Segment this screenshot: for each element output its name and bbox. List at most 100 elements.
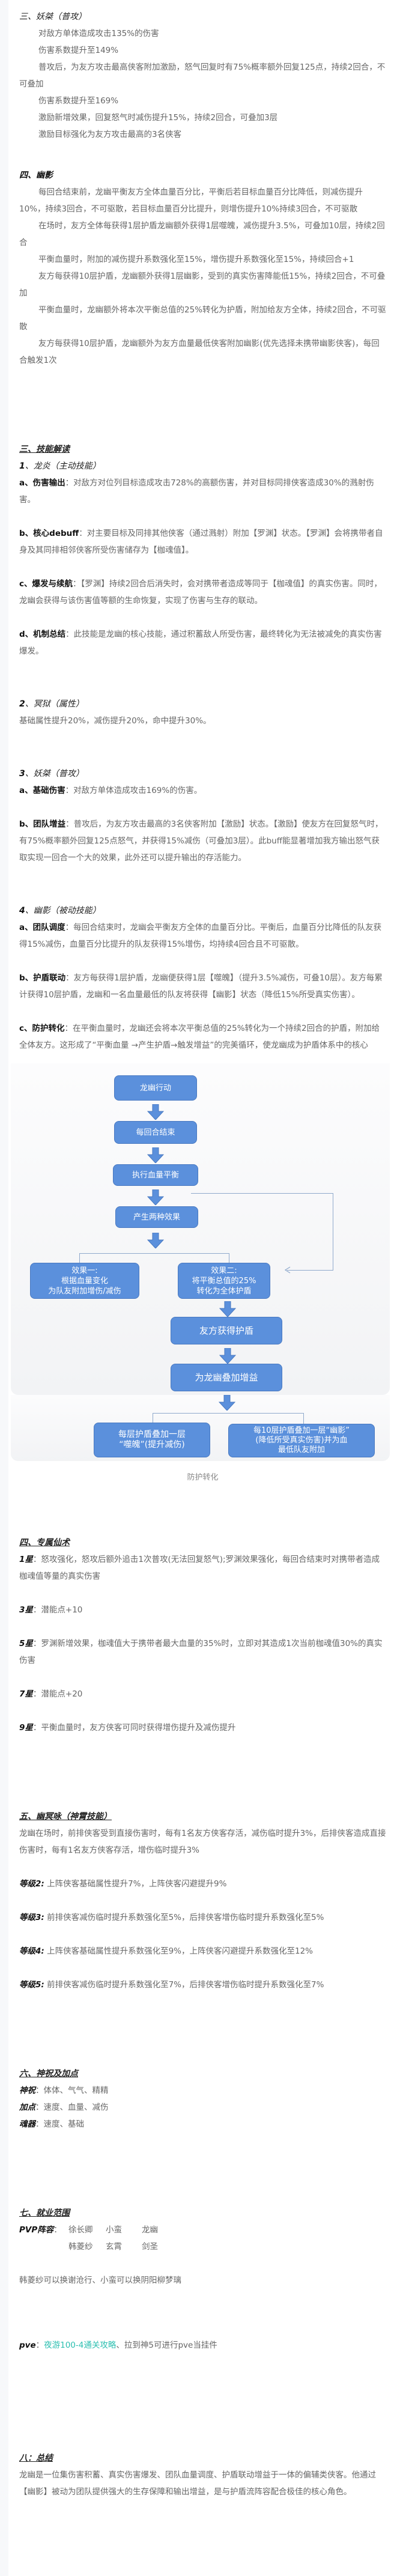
article-body: 三、妖桀（普攻） 对敌方单体造成攻击135%的伤害 伤害系数提升至149% 普攻…	[8, 0, 397, 2576]
star-label: 3星	[19, 1605, 33, 1615]
skill-number: 2	[19, 699, 25, 709]
star-text: ：潜能点+20	[32, 1689, 83, 1699]
paragraph: 平衡血量时，龙幽额外将本次平衡总值的25%转化为护盾，附加给友方全体，持续2回合…	[19, 305, 386, 332]
star-label: 5星	[19, 1639, 33, 1648]
skill-item: b、团队增益：普攻后，为友方攻击最高的3名侠客附加【激励】状态。【激励】使友方在…	[19, 816, 386, 866]
level-text: 上阵侠客基础属性提升7%，上阵侠客闪避提升9%	[44, 1879, 227, 1889]
down-arrow-icon	[147, 1189, 164, 1205]
down-arrow-icon	[219, 1348, 236, 1364]
paragraph: 龙幽是一位集伤害积蓄、真实伤害爆发、团队血量调度、护盾联动增益于一体的偏辅类侠客…	[19, 2470, 376, 2497]
item-label: a、伤害输出	[19, 478, 65, 488]
skill-title-yaojie: 3、妖桀（普攻）	[19, 765, 386, 782]
flowchart-image-bottom: 每层护盾叠加一层 “噬魄”(提升减伤) 每10层护盾叠加一层“幽影” (降低所受…	[11, 1395, 390, 1461]
flow-node-two-effects: 产生两种效果	[115, 1206, 198, 1228]
skill-item: b、护盾联动：友方每获得1层护盾，龙幽便获得1层【噬魄】（提升3.5%减伤，可叠…	[19, 970, 386, 1003]
colon: ：	[53, 2225, 62, 2235]
skill-name: 、冥狱（属性）	[25, 699, 84, 709]
row-label: 神祝	[19, 2086, 35, 2095]
down-arrow-icon	[147, 1104, 164, 1120]
pvp-row: 韩菱纱 玄霄 剑圣	[19, 2238, 386, 2255]
paragraph: 伤害系数提升至169%	[38, 96, 119, 106]
level-item: 等级2: 上阵侠客基础属性提升7%，上阵侠客闪避提升9%	[19, 1876, 386, 1892]
connector-line	[79, 1253, 229, 1254]
paragraph: 基础属性提升20%，减伤提升20%，命中提升30%。	[19, 716, 211, 726]
section-title-text: 六、神祝及加点	[19, 2069, 78, 2079]
item-label: c、防护转化	[19, 1024, 65, 1033]
item-label: d、机制总结	[19, 630, 66, 639]
skill-item: a、团队调度：每回合结束时，龙幽会平衡友方全体的血量百分比。平衡后，血量百分比降…	[19, 919, 386, 953]
row-label: 加点	[19, 2103, 35, 2112]
star-label: 1星	[19, 1555, 33, 1564]
down-arrow-icon	[147, 1147, 164, 1163]
paragraph: 每回合结束前，龙幽平衡友方全体血量百分比，平衡后若目标血量百分比降低，则减伤提升…	[19, 187, 363, 214]
item-text: ：对敌方对位列目标造成攻击728%的高额伤害，并对目标同排侠客造成30%的溅射伤…	[19, 478, 374, 505]
item-text: ：此技能是龙幽的核心技能，通过积蓄敌人所受伤害，最终转化为无法被减免的真实伤害爆…	[19, 630, 382, 656]
flowchart-image: 龙幽行动 每回合结束 执行血量平衡 产生两种效果 效果一: 根据血量变化 为队友…	[11, 1063, 390, 1395]
spacer	[19, 2238, 68, 2255]
paragraph: 激励新增效果，回复怒气时减伤提升15%，持续2回合，可叠加3层	[38, 113, 278, 123]
paragraph: 在场时，友方全体每获得1层护盾龙幽额外获得1层噬魄，减伤提升3.5%，可叠加10…	[19, 221, 385, 248]
star-text: ：平衡血量时，友方侠客可同时获得增伤提升及减伤提升	[32, 1723, 236, 1733]
star-item: 9星：平衡血量时，友方侠客可同时获得增伤提升及减伤提升	[19, 1719, 386, 1736]
skill-item: c、爆发与续航：【罗渊】持续2回合后消失时，会对携带者造成等同于【枷魂值】的真实…	[19, 576, 386, 609]
hero-name: 徐长卿	[68, 2225, 93, 2235]
item-text: ：对主要目标及同排其他侠客（通过溅射）附加【罗渊】状态。【罗渊】会将携带者自身及…	[19, 529, 383, 555]
blessing-row: 加点：速度、血量、减伤	[19, 2099, 386, 2116]
star-item: 3星：潜能点+10	[19, 1602, 386, 1618]
section-title-text: 八：总结	[19, 2453, 53, 2463]
skill-name: 、幽影（被动技能）	[25, 906, 101, 916]
connector-line	[79, 1253, 80, 1263]
section-title-text: 五、幽冥咏（神霄技能）	[19, 1812, 112, 1821]
hero-name: 玄霄	[106, 2242, 122, 2252]
section-title-youying: 四、幽影	[19, 171, 53, 180]
paragraph: 对敌方单体造成攻击135%的伤害	[38, 29, 159, 38]
paragraph: 平衡血量时，附加的减伤提升系数强化至15%，增伤提升系数强化至15%，持续回合+…	[38, 255, 354, 264]
level-item: 等级3: 前排侠客减伤临时提升系数强化至5%，后排侠客增伤临时提升系数强化至5%	[19, 1909, 386, 1926]
level-label: 等级3:	[19, 1913, 44, 1922]
flow-node-buff: 为龙幽叠加增益	[171, 1364, 282, 1391]
down-arrow-icon	[219, 1395, 235, 1411]
colon: ：	[35, 2341, 44, 2350]
skill-title-mingyu: 2、冥狱（属性）	[19, 696, 386, 712]
level-label: 等级5:	[19, 1980, 44, 1990]
star-text: ：潜能点+10	[32, 1605, 83, 1615]
flow-node-start: 龙幽行动	[114, 1075, 197, 1101]
item-text: ：对敌方单体造成攻击169%的伤害。	[65, 786, 202, 795]
item-text: ：【罗渊】持续2回合后消失时，会对携带者造成等同于【枷魂值】的真实伤害。同时，龙…	[19, 579, 382, 606]
hero-name: 龙幽	[142, 2225, 158, 2235]
pve-guide-link[interactable]: 夜游100-4通关攻略	[44, 2341, 117, 2350]
section-title-usage: 七、就业范围	[19, 2205, 386, 2222]
pve-label: pve	[19, 2341, 36, 2350]
connector-line	[303, 1413, 304, 1424]
level-text: 前排侠客减伤临时提升系数强化至7%，后排侠客增伤临时提升系数强化至7%	[44, 1980, 324, 1990]
paragraph: 龙幽在场时，前排侠客受到直接伤害时，每有1名友方侠客存活，减伤临时提升3%，后排…	[19, 1829, 386, 1855]
hero-name: 剑圣	[142, 2242, 158, 2252]
star-label: 7星	[19, 1689, 33, 1699]
skill-number: 3	[19, 769, 25, 779]
paragraph: 普攻后，为友方攻击最高侠客附加激励，怒气回复时有75%概率额外回复125点，持续…	[19, 62, 386, 89]
item-label: a、团队调度	[19, 923, 65, 932]
level-item: 等级5: 前排侠客减伤临时提升系数强化至7%，后排侠客增伤临时提升系数强化至7%	[19, 1976, 386, 1993]
pve-text: 、拉到神5可进行pve当挂件	[116, 2341, 217, 2350]
star-item: 5星：罗渊新增效果，枷魂值大于携带者最大血量的35%时，立即对其造成1次当前枷魂…	[19, 1635, 386, 1669]
level-item: 等级4: 上阵侠客基础属性提升系数强化至9%，上阵侠客闪避提升系数强化至12%	[19, 1943, 386, 1960]
row-label: 魂器	[19, 2119, 35, 2129]
item-label: c、爆发与续航	[19, 579, 73, 589]
connector-line	[153, 1413, 304, 1414]
level-label: 等级2:	[19, 1879, 44, 1889]
section-title-divine: 五、幽冥咏（神霄技能）	[19, 1808, 386, 1825]
skill-title-longyan: 1、龙炎（主动技能）	[19, 458, 386, 475]
pvp-label-wrap: PVP阵容：	[19, 2222, 68, 2238]
item-text: ：普攻后，为友方攻击最高的3名侠客附加【激励】状态。【激励】使友方在回复怒气时，…	[19, 819, 383, 863]
blessing-row: 魂器：速度、基础	[19, 2116, 386, 2133]
item-text: ：友方每获得1层护盾，龙幽便获得1层【噬魄】（提升3.5%减伤，可叠10层）。友…	[19, 973, 383, 1000]
skill-item: a、基础伤害：对敌方单体造成攻击169%的伤害。	[19, 782, 386, 799]
skill-name: 、龙炎（主动技能）	[25, 461, 101, 471]
level-label: 等级4:	[19, 1946, 44, 1956]
star-text: ：怒攻强化，怒攻后额外追击1次普攻(无法回复怒气);罗渊效果强化，每回合结束时对…	[19, 1555, 380, 1581]
item-text: ：在平衡血量时，龙幽还会将本次平衡总值的25%转化为一个持续2回合的护盾，附加给…	[19, 1024, 380, 1050]
level-text: 上阵侠客基础属性提升系数强化至9%，上阵侠客闪避提升系数强化至12%	[44, 1946, 314, 1956]
section-title-yaojie: 三、妖桀（普攻）	[19, 12, 86, 22]
hero-name: 韩菱纱	[68, 2242, 93, 2252]
down-arrow-icon	[219, 1301, 236, 1317]
